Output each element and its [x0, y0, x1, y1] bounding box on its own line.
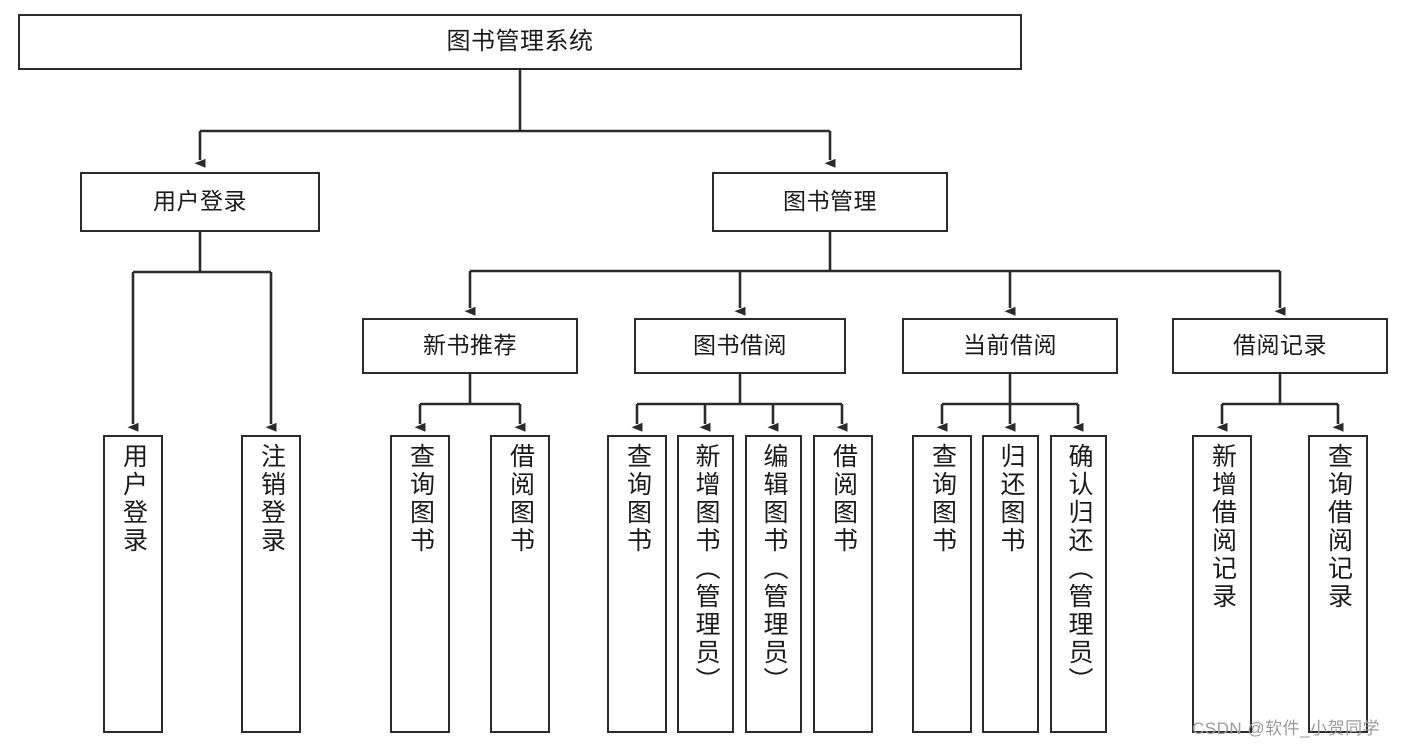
node-new-book-recommendation[interactable]: 新书推荐 — [362, 318, 578, 374]
node-label: 借阅记录 — [1233, 332, 1327, 359]
node-label: 归还图书 — [997, 443, 1025, 555]
node-label: 注销登录 — [257, 443, 286, 555]
node-label: 新书推荐 — [423, 332, 517, 359]
node-label: 用户登录 — [119, 443, 148, 555]
leaf-logout[interactable]: 注销登录 — [241, 435, 301, 733]
node-label: 图书借阅 — [693, 332, 787, 359]
node-book-borrowing[interactable]: 图书借阅 — [634, 318, 846, 374]
leaf-borrow-book-borrow[interactable]: 借阅图书 — [813, 435, 873, 733]
node-label: 当前借阅 — [963, 332, 1057, 359]
node-label: 新增借阅记录 — [1208, 443, 1237, 611]
node-label: 查询图书 — [406, 443, 435, 555]
leaf-query-book-new[interactable]: 查询图书 — [390, 435, 450, 733]
node-label: 查询借阅记录 — [1324, 443, 1353, 611]
leaf-add-borrow-record[interactable]: 新增借阅记录 — [1192, 435, 1252, 733]
node-current-borrowing[interactable]: 当前借阅 — [902, 318, 1118, 374]
node-label: 编辑图书（管理员） — [760, 443, 788, 695]
leaf-confirm-return-admin[interactable]: 确认归还（管理员） — [1050, 435, 1107, 733]
leaf-add-book-admin[interactable]: 新增图书（管理员） — [677, 435, 734, 733]
node-label: 确认归还（管理员） — [1065, 443, 1093, 695]
node-label: 图书管理 — [783, 188, 877, 215]
leaf-query-book-current[interactable]: 查询图书 — [912, 435, 972, 733]
csdn-watermark: CSDN @软件_小贺同学 — [1192, 719, 1381, 738]
leaf-return-book[interactable]: 归还图书 — [982, 435, 1039, 733]
node-user-login[interactable]: 用户登录 — [80, 172, 320, 232]
leaf-edit-book-admin[interactable]: 编辑图书（管理员） — [745, 435, 802, 733]
leaf-query-book-borrow[interactable]: 查询图书 — [607, 435, 667, 733]
node-book-management[interactable]: 图书管理 — [712, 172, 948, 232]
node-label: 借阅图书 — [506, 443, 535, 555]
leaf-query-borrow-record[interactable]: 查询借阅记录 — [1308, 435, 1368, 733]
node-label: 借阅图书 — [829, 443, 858, 555]
node-label: 用户登录 — [153, 188, 247, 215]
node-label: 查询图书 — [623, 443, 652, 555]
node-root-book-management-system[interactable]: 图书管理系统 — [18, 14, 1022, 70]
leaf-user-login[interactable]: 用户登录 — [103, 435, 163, 733]
leaf-borrow-book-new[interactable]: 借阅图书 — [490, 435, 550, 733]
node-label: 新增图书（管理员） — [692, 443, 720, 695]
node-label: 图书管理系统 — [446, 27, 594, 55]
node-borrowing-record[interactable]: 借阅记录 — [1172, 318, 1388, 374]
node-label: 查询图书 — [928, 443, 957, 555]
